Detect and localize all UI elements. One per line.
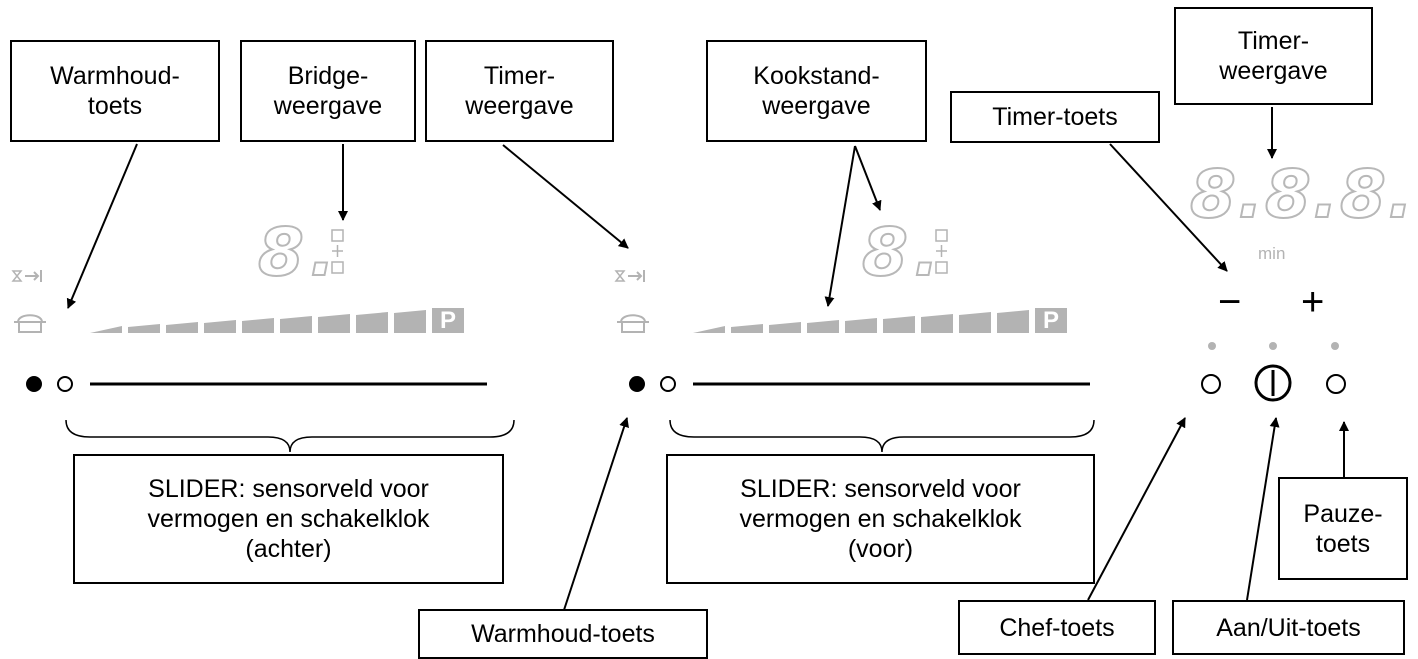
bridge-indicator-icon [331, 229, 344, 274]
warmhoud-dot-front[interactable] [629, 376, 645, 392]
power-icon[interactable] [1254, 364, 1292, 402]
slider-start-circle[interactable] [660, 376, 676, 392]
pot-icon [617, 314, 649, 333]
pot-icon [14, 314, 46, 333]
label-chef-toets: Chef-toets [958, 600, 1156, 655]
led-dot [1269, 342, 1277, 350]
label-warmhoud-toets-bottom: Warmhoud-toets [418, 609, 708, 659]
timer-arrow-icon [614, 270, 645, 282]
brace-front [669, 419, 1095, 453]
power-p-label-back: P [439, 307, 456, 334]
label-slider-back: SLIDER: sensorveld voor vermogen en scha… [73, 454, 504, 584]
bridge-indicator-icon [935, 229, 948, 274]
timer-minus-button[interactable]: − [1218, 280, 1242, 324]
led-dot [1208, 342, 1216, 350]
label-slider-front: SLIDER: sensorveld voor vermogen en scha… [666, 454, 1095, 584]
slider-start-circle[interactable] [57, 376, 73, 392]
label-pauze-toets: Pauze- toets [1278, 477, 1408, 580]
pointer-arrows [66, 107, 1349, 611]
power-level-bars [693, 308, 1067, 333]
pauze-button[interactable] [1326, 374, 1346, 394]
label-warmhoud-toets-top: Warmhoud- toets [10, 40, 220, 142]
warmhoud-dot-back[interactable] [26, 376, 42, 392]
zone-front-power-display: 8. [861, 214, 945, 291]
label-kookstand-weergave: Kookstand- weergave [706, 40, 927, 142]
timer-display: 8.8.8. [1189, 156, 1415, 233]
control-section [1201, 342, 1346, 402]
label-timer-weergave-right: Timer- weergave [1174, 7, 1373, 105]
timer-arrow-icon [11, 270, 42, 282]
zone-back [11, 229, 515, 453]
power-level-bars [90, 308, 464, 333]
led-dot [1331, 342, 1339, 350]
chef-button[interactable] [1201, 374, 1221, 394]
power-p-label-front: P [1042, 307, 1059, 334]
label-bridge-weergave: Bridge- weergave [240, 40, 416, 142]
zone-front [614, 229, 1095, 453]
timer-unit-label: min [1258, 244, 1286, 263]
label-aan-uit-toets: Aan/Uit-toets [1172, 600, 1405, 655]
brace-back [65, 419, 515, 453]
timer-plus-button[interactable]: + [1301, 280, 1325, 324]
zone-back-power-display: 8. [257, 214, 341, 291]
label-timer-toets: Timer-toets [950, 91, 1160, 143]
label-timer-weergave-mid: Timer- weergave [425, 40, 614, 142]
